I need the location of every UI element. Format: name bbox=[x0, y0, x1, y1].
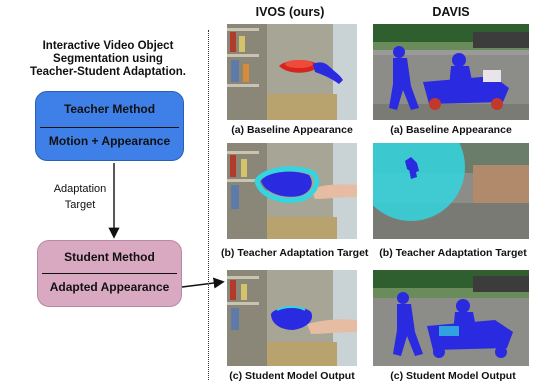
teacher-method-detail: Motion + Appearance bbox=[48, 134, 171, 148]
davis-student-output-image bbox=[373, 270, 529, 366]
davis-caption-c: (c) Student Model Output bbox=[390, 370, 516, 382]
ivos-baseline-image bbox=[227, 24, 357, 120]
student-to-output-arrow bbox=[181, 277, 225, 289]
davis-caption-a: (a) Baseline Appearance bbox=[390, 124, 512, 136]
davis-caption-b: (b) Teacher Adaptation Target bbox=[379, 247, 527, 259]
ivos-teacher-target-image bbox=[227, 143, 357, 239]
ivos-caption-c: (c) Student Model Output bbox=[229, 370, 355, 382]
title-line-3: Teacher-Student Adaptation. bbox=[30, 66, 186, 78]
adaptation-target-label: Adaptation Target bbox=[45, 181, 115, 213]
adaptation-line-2: Target bbox=[64, 199, 96, 211]
title-line-1: Interactive Video Object bbox=[42, 40, 174, 52]
column-header-davis: DAVIS bbox=[432, 5, 470, 19]
teacher-method-box: Teacher Method Motion + Appearance bbox=[35, 91, 184, 161]
ivos-caption-b: (b) Teacher Adaptation Target bbox=[221, 247, 369, 259]
davis-baseline-image bbox=[373, 24, 529, 120]
student-method-detail: Adapted Appearance bbox=[49, 280, 170, 294]
davis-teacher-target-image bbox=[373, 143, 529, 239]
title-line-2: Segmentation using bbox=[53, 53, 163, 65]
ivos-student-output-image bbox=[227, 270, 357, 366]
student-box-divider bbox=[42, 273, 177, 274]
column-header-ivos: IVOS (ours) bbox=[255, 5, 325, 19]
teacher-box-divider bbox=[40, 127, 179, 128]
adaptation-line-1: Adaptation bbox=[53, 183, 107, 195]
student-method-box: Student Method Adapted Appearance bbox=[37, 240, 182, 307]
figure-title: Interactive Video Object Segmentation us… bbox=[10, 40, 206, 79]
student-method-label: Student Method bbox=[64, 250, 155, 264]
ivos-caption-a: (a) Baseline Appearance bbox=[231, 124, 353, 136]
teacher-method-label: Teacher Method bbox=[63, 102, 156, 116]
section-divider bbox=[208, 30, 209, 380]
